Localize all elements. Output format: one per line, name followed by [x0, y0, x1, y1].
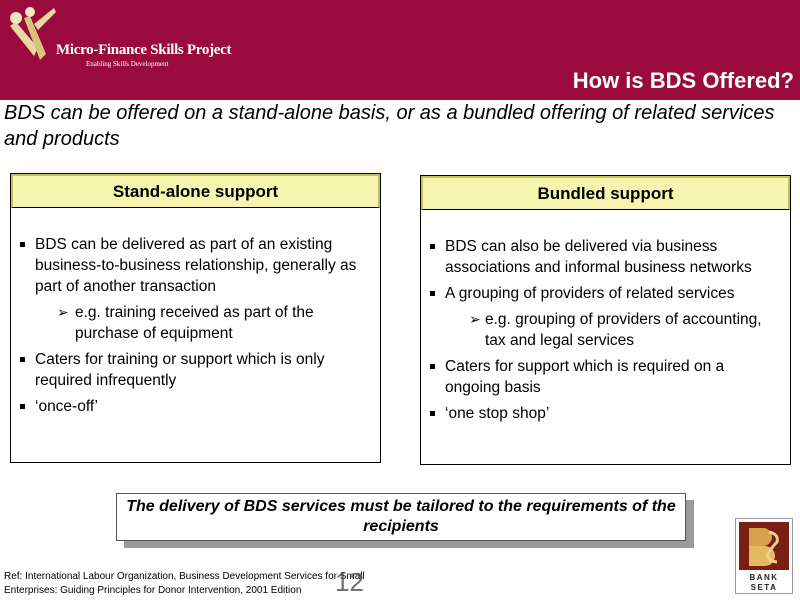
- arrow-bullet-icon: ➢: [469, 311, 481, 327]
- square-bullet-icon: [20, 404, 25, 409]
- bundled-body: BDS can also be delivered via business a…: [421, 210, 790, 424]
- stand-alone-heading: Stand-alone support: [11, 174, 380, 208]
- header-bar: Micro-Finance Skills Project Enabling Sk…: [0, 0, 800, 100]
- bankseta-line1: BANK: [749, 573, 779, 582]
- list-item: Caters for support which is required on …: [429, 356, 782, 398]
- list-item: Caters for training or support which is …: [19, 349, 372, 391]
- page-number: 12: [335, 567, 364, 597]
- slide-title: How is BDS Offered?: [572, 68, 794, 93]
- list-item: ‘one stop shop’: [429, 403, 782, 424]
- list-item: BDS can be delivered as part of an exist…: [19, 234, 372, 297]
- bundled-heading: Bundled support: [421, 176, 790, 210]
- list-item: BDS can also be delivered via business a…: [429, 236, 782, 278]
- square-bullet-icon: [430, 411, 435, 416]
- bankseta-line2: SETA: [750, 583, 778, 592]
- bankseta-logo: BANK SETA: [735, 518, 793, 594]
- square-bullet-icon: [430, 291, 435, 296]
- callout-box: The delivery of BDS services must be tai…: [116, 493, 686, 541]
- list-subitem: ➢ e.g. training received as part of the …: [57, 304, 314, 342]
- list-subitem: ➢ e.g. grouping of providers of accounti…: [469, 311, 762, 349]
- list-item: ‘once-off’: [19, 396, 372, 417]
- logo-title: Micro-Finance Skills Project: [56, 42, 232, 58]
- list-item: A grouping of providers of related servi…: [429, 283, 782, 304]
- stand-alone-body: BDS can be delivered as part of an exist…: [11, 208, 380, 417]
- bankseta-logo-icon: [739, 522, 789, 570]
- bundled-box: Bundled support BDS can also be delivere…: [420, 175, 791, 465]
- square-bullet-icon: [20, 357, 25, 362]
- reference-text: Ref: International Labour Organization, …: [4, 571, 365, 596]
- square-bullet-icon: [430, 244, 435, 249]
- stand-alone-box: Stand-alone support BDS can be delivered…: [10, 173, 381, 463]
- square-bullet-icon: [20, 242, 25, 247]
- mfsp-logo-icon: [10, 7, 56, 60]
- logo-tagline: Enabling Skills Development: [86, 60, 169, 68]
- arrow-bullet-icon: ➢: [57, 304, 69, 320]
- square-bullet-icon: [430, 364, 435, 369]
- slide-subtitle: BDS can be offered on a stand-alone basi…: [4, 102, 775, 150]
